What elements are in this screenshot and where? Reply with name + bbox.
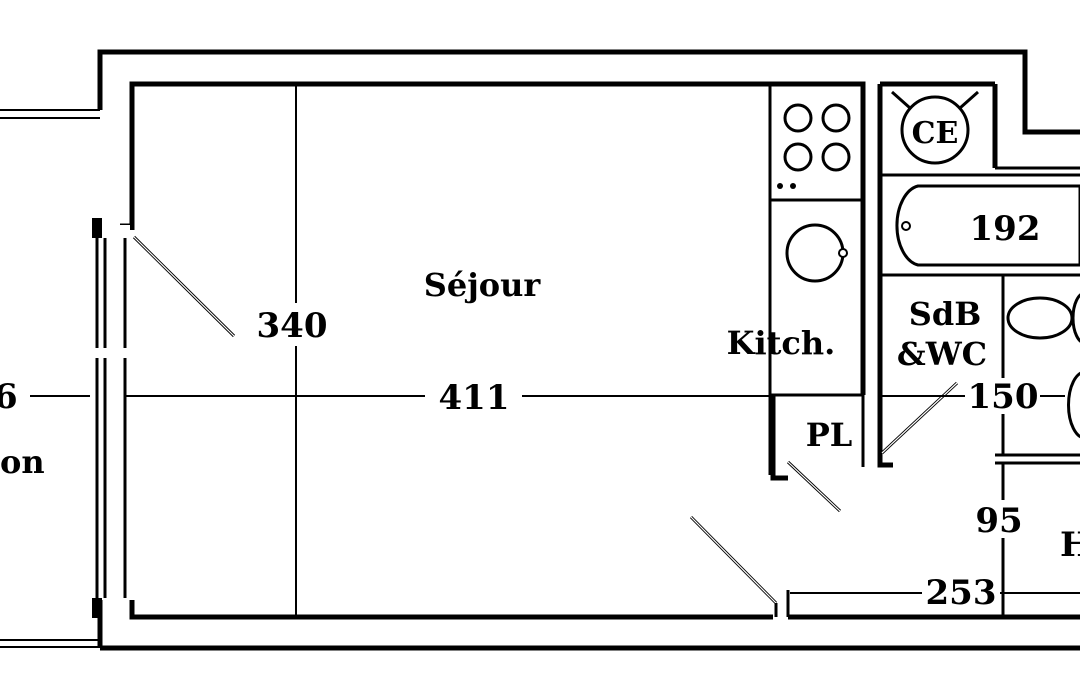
- dimension-balcony-partial: 6: [0, 377, 18, 417]
- door-entry-sejour: [689, 515, 790, 617]
- water-heater: [891, 90, 979, 165]
- room-label-kitchen: Kitch.: [727, 324, 836, 362]
- room-label-closet: PL: [806, 416, 853, 454]
- dimension-lines: [30, 84, 1080, 617]
- bathroom-walls: [877, 81, 1080, 617]
- room-label-bathroom-line2: &WC: [897, 335, 987, 373]
- sink: [785, 223, 848, 283]
- dimension-sejour-depth: 340: [257, 306, 328, 346]
- room-label-bathroom-line1: SdB: [909, 295, 982, 333]
- balcony: [0, 109, 100, 648]
- door-closet: [786, 460, 842, 513]
- door-balcony: [132, 235, 236, 338]
- door-bathroom: [880, 381, 959, 455]
- room-label-balcony-partial: on: [0, 443, 45, 481]
- exterior-walls: [97, 49, 1080, 651]
- balcony-window: [90, 218, 134, 618]
- dimension-hall-width: 95: [975, 501, 1022, 541]
- room-label-sejour: Séjour: [424, 266, 542, 304]
- cooktop: [777, 103, 851, 189]
- bathtub: [895, 184, 1080, 267]
- washbasin: [1065, 365, 1080, 445]
- dimension-bathroom-width: 150: [968, 377, 1039, 417]
- room-label-water-heater: CE: [912, 116, 959, 151]
- dimension-entry-length: 253: [926, 573, 997, 613]
- dimension-sejour-length: 411: [439, 378, 510, 418]
- dimension-bathtub-length: 192: [970, 209, 1041, 249]
- room-label-hall-partial: H: [1060, 525, 1080, 565]
- kitchen-area: [768, 84, 863, 475]
- closet: [770, 395, 865, 481]
- toilet: [1006, 293, 1080, 343]
